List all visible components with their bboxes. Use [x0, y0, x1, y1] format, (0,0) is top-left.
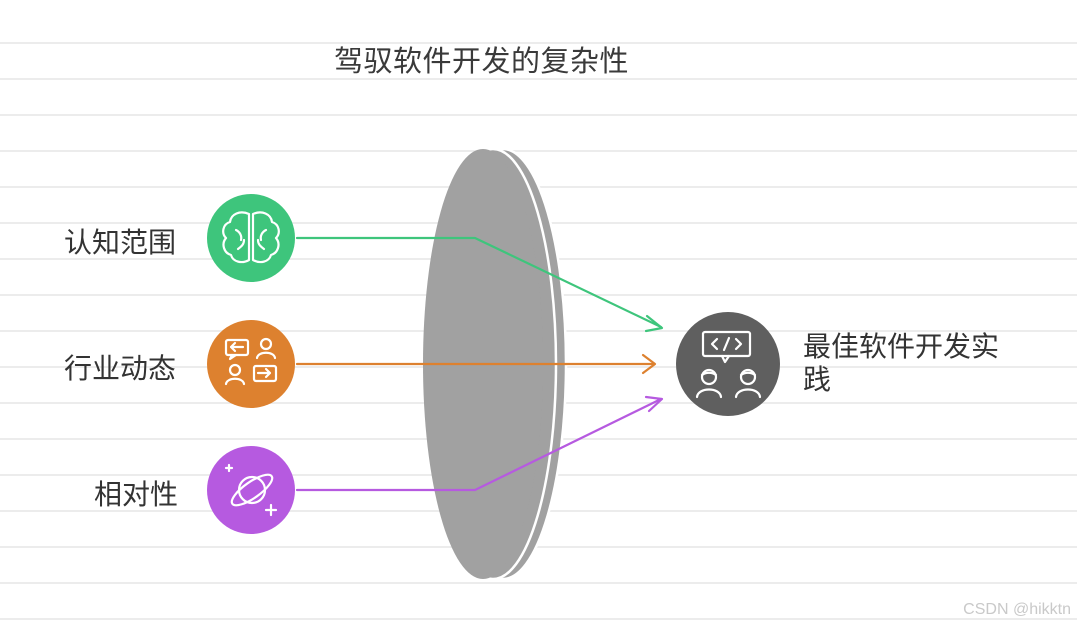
- conversation-icon: [224, 337, 278, 386]
- output-label: 最佳软件开发实践: [803, 330, 1000, 396]
- input-node-cognitive: [207, 194, 295, 282]
- arrow-relativity: [295, 395, 664, 492]
- input-node-relativity: [207, 446, 295, 534]
- planet-icon: [224, 463, 278, 517]
- input-node-industry: [207, 320, 295, 408]
- output-node: [676, 312, 780, 416]
- arrow-industry: [295, 353, 657, 375]
- input-label-industry: 行业动态: [64, 352, 177, 385]
- input-label-cognitive: 认知范围: [64, 226, 177, 259]
- diagram-title: 驾驭软件开发的复杂性: [334, 44, 630, 78]
- brain-icon: [222, 211, 280, 264]
- arrow-cognitive: [295, 236, 664, 333]
- watermark: CSDN @hikktn: [963, 601, 1071, 618]
- developers-code-icon: [695, 330, 762, 399]
- input-label-relativity: 相对性: [94, 478, 179, 511]
